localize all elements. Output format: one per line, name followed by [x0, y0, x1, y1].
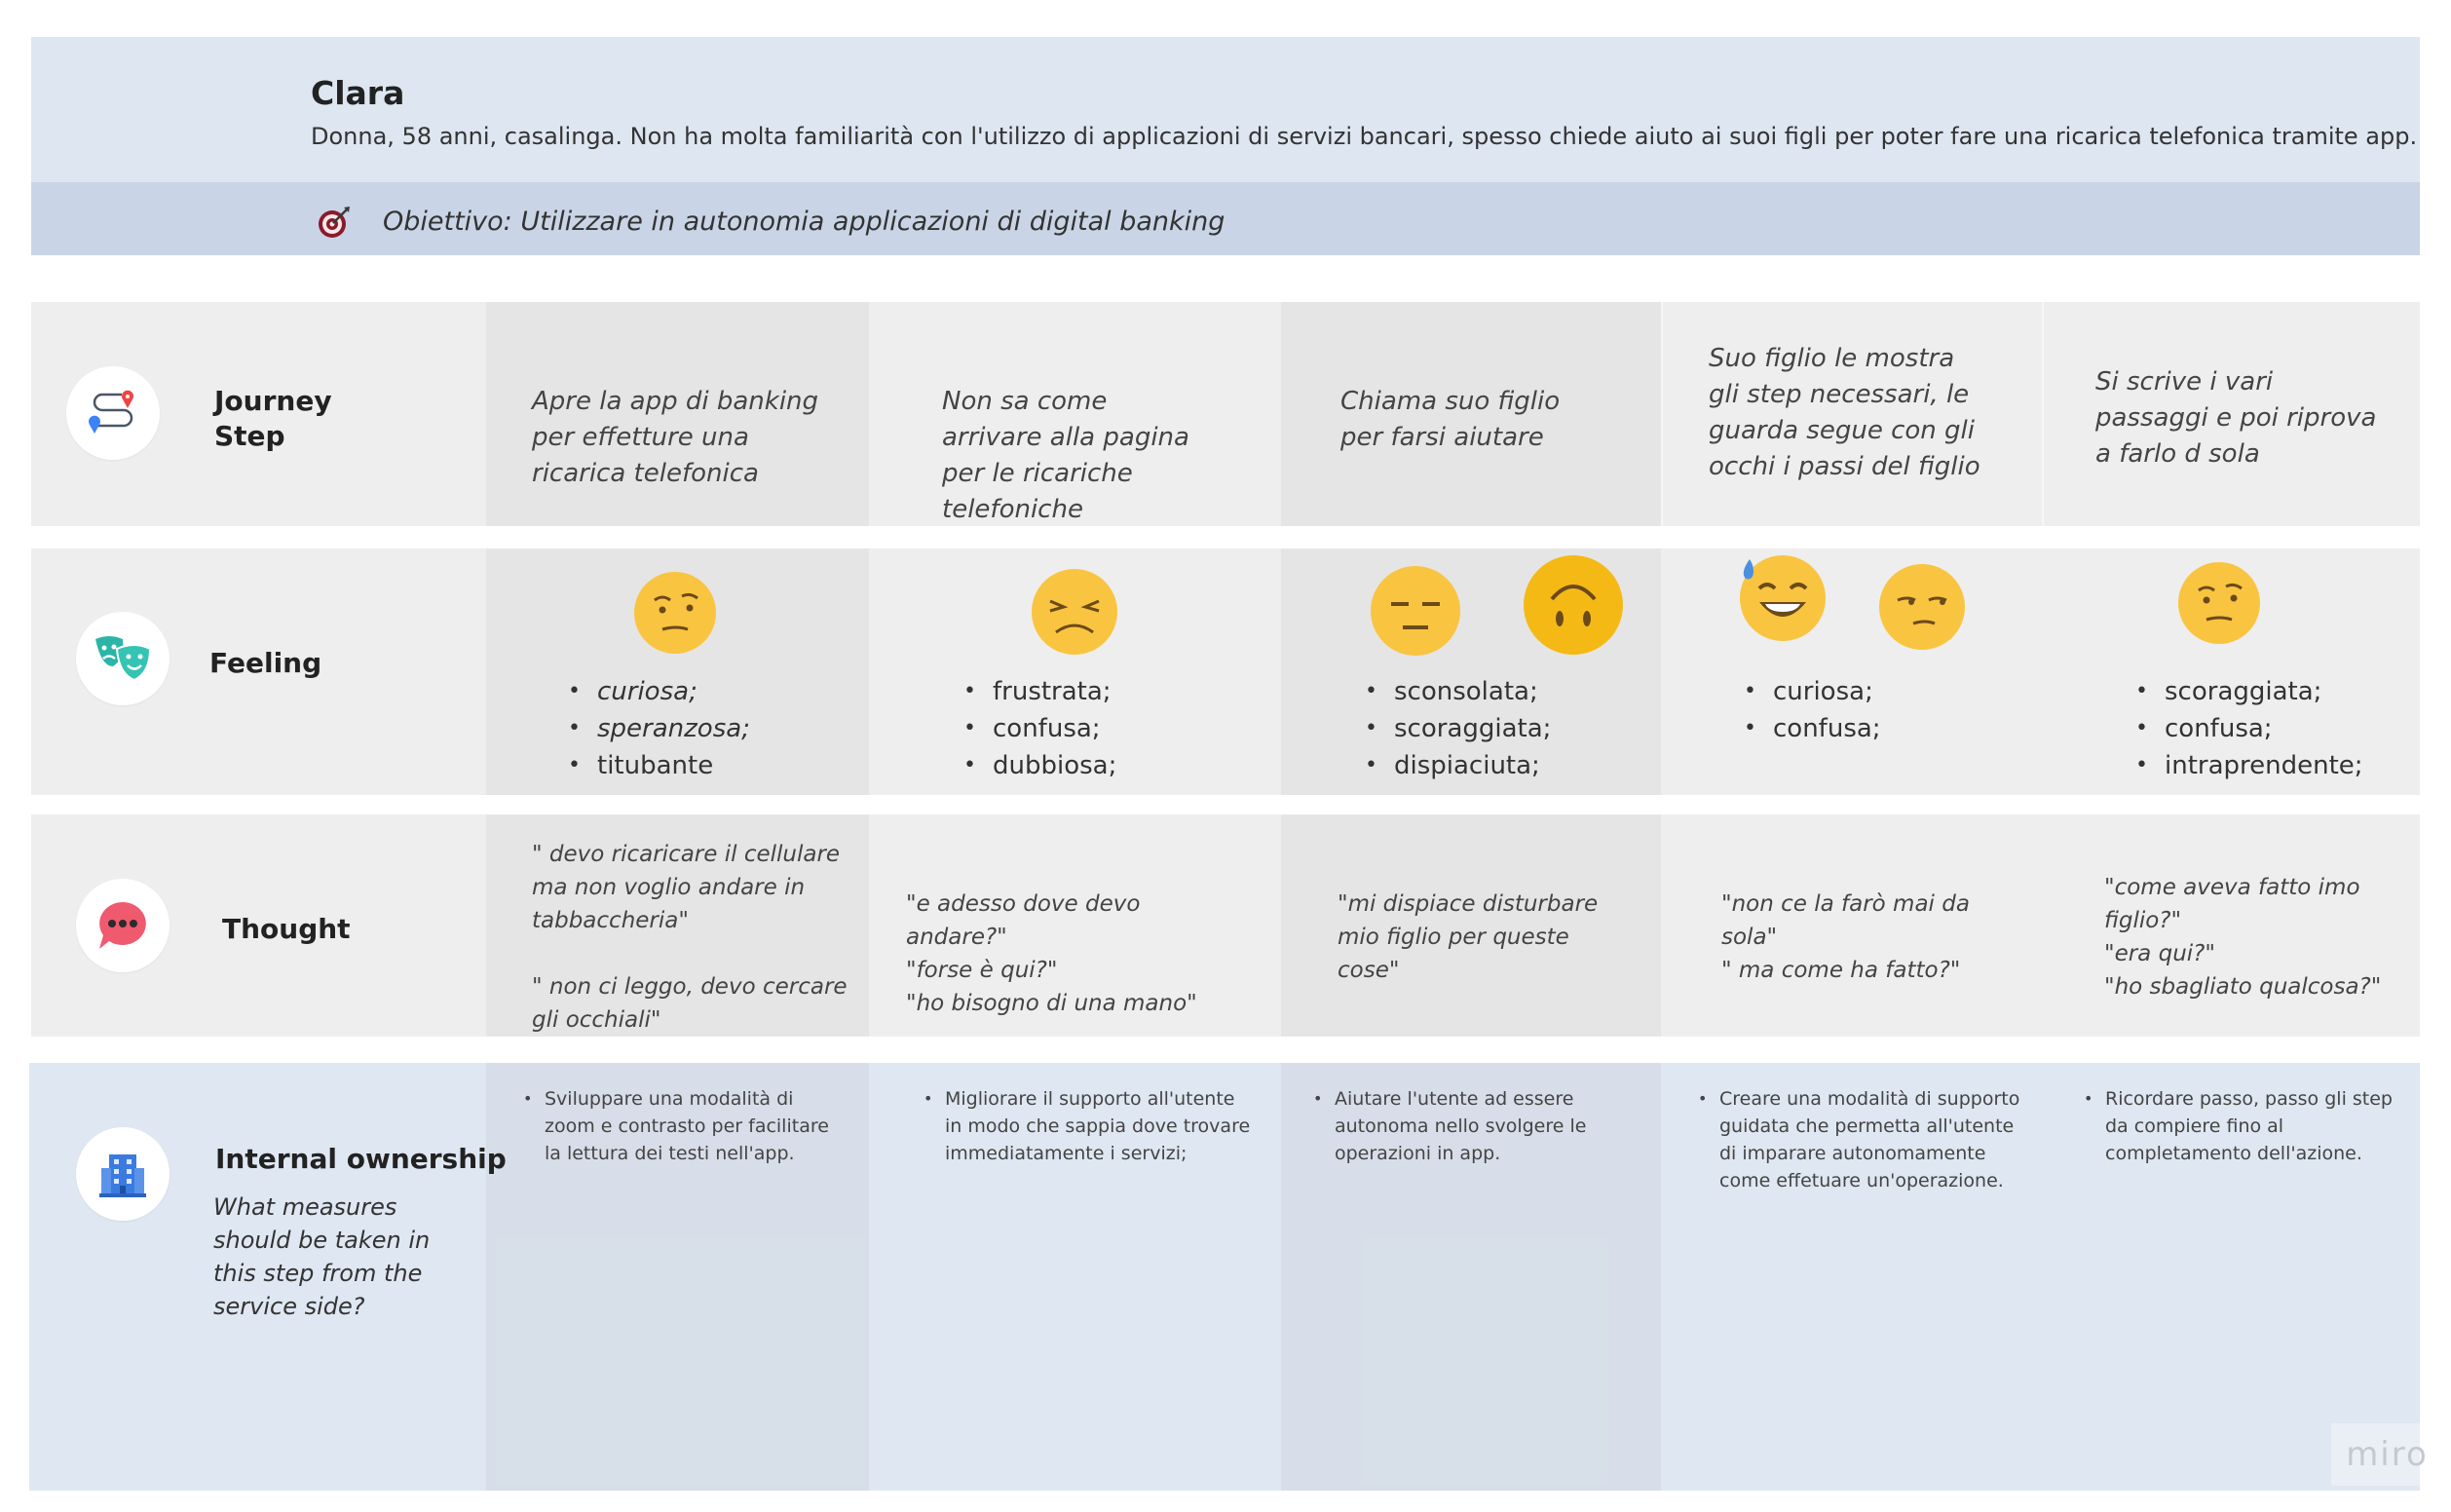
list-item: intraprendente;	[2135, 747, 2363, 784]
journey-step-label: Journey Step	[214, 385, 332, 452]
route-icon	[89, 390, 133, 434]
raised-eyebrow-face-icon	[634, 572, 716, 654]
list-item: confusa;	[1744, 710, 1881, 747]
list-item: Migliorare il supporto all'utente in mod…	[924, 1085, 1255, 1167]
journey-step-row	[31, 302, 2420, 526]
miro-watermark: miro	[2331, 1423, 2443, 1486]
persona-description: Donna, 58 anni, casalinga. Non ha molta …	[311, 123, 2418, 150]
list-item: scoraggiata;	[1365, 710, 1551, 747]
list-item: sconsolata;	[1365, 673, 1551, 710]
raised-eyebrow-face-icon	[2178, 562, 2260, 644]
speech-bubble-icon	[99, 902, 146, 949]
thought-1: " devo ricaricare il cellulare ma non vo…	[532, 842, 848, 1033]
list-item: dubbiosa;	[963, 747, 1116, 784]
goal-text: Obiettivo: Utilizzare in autonomia appli…	[383, 207, 1226, 237]
ownership-label: Internal ownership	[215, 1143, 507, 1175]
list-item: confusa;	[963, 710, 1116, 747]
thought-4: "non ce la farò mai da sola" " ma come h…	[1721, 891, 1970, 983]
ownership-subtitle: What measures should be taken in this st…	[213, 1193, 431, 1320]
feeling-list-2: frustrata; confusa; dubbiosa;	[963, 673, 1116, 784]
feeling-list-4: curiosa; confusa;	[1744, 673, 1881, 747]
theater-masks-icon	[95, 636, 152, 682]
goal-bar	[31, 182, 2420, 255]
thought-3: "mi dispiace disturbare mio figlio per q…	[1338, 891, 1599, 983]
ownership-list-2: Migliorare il supporto all'utente in mod…	[924, 1085, 1255, 1167]
list-item: speranzosa;	[568, 710, 750, 747]
unamused-face-icon	[1879, 564, 1965, 650]
ownership-list-1: Sviluppare una modalità di zoom e contra…	[523, 1085, 845, 1167]
office-building-icon	[99, 1154, 146, 1197]
grinning-sweat-face-icon	[1740, 555, 1826, 641]
journey-step-2: Non sa come arrivare alla pagina per le …	[942, 387, 1189, 524]
target-icon	[319, 207, 350, 238]
list-item: Sviluppare una modalità di zoom e contra…	[523, 1085, 845, 1167]
thought-2: "e adesso dove devo andare?" "forse è qu…	[906, 891, 1197, 1016]
thought-row	[31, 814, 2420, 1037]
expressionless-face-icon	[1371, 566, 1460, 656]
upside-down-face-icon	[1524, 555, 1623, 655]
journey-step-4: Suo figlio le mostra gli step necessari,…	[1709, 344, 1980, 481]
persevering-face-icon	[1032, 569, 1117, 655]
journey-step-icon-wrap	[66, 366, 160, 460]
list-item: Aiutare l'utente ad essere autonoma nell…	[1313, 1085, 1605, 1167]
list-item: curiosa;	[1744, 673, 1881, 710]
journey-step-5: Si scrive i vari passaggi e poi riprova …	[2095, 367, 2377, 469]
list-item: frustrata;	[963, 673, 1116, 710]
list-item: scoraggiata;	[2135, 673, 2363, 710]
journey-step-1: Apre la app di banking per effetture una…	[532, 387, 819, 488]
thought-icon-wrap	[76, 879, 170, 972]
journey-step-3: Chiama suo figlio per farsi aiutare	[1340, 387, 1561, 452]
ownership-list-3: Aiutare l'utente ad essere autonoma nell…	[1313, 1085, 1605, 1167]
ownership-list-4: Creare una modalità di supporto guidata …	[1698, 1085, 2029, 1194]
list-item: dispiaciuta;	[1365, 747, 1551, 784]
list-item: curiosa;	[568, 673, 750, 710]
ownership-list-5: Ricordare passo, passo gli step da compi…	[2084, 1085, 2415, 1167]
feeling-list-3: sconsolata; scoraggiata; dispiaciuta;	[1365, 673, 1551, 784]
feeling-list-5: scoraggiata; confusa; intraprendente;	[2135, 673, 2363, 784]
thought-label: Thought	[222, 913, 351, 945]
feeling-row	[31, 548, 2420, 795]
feeling-list-1: curiosa; speranzosa; titubante	[568, 673, 750, 784]
list-item: confusa;	[2135, 710, 2363, 747]
persona-name: Clara	[311, 74, 405, 112]
feeling-label: Feeling	[209, 647, 322, 679]
thought-5: "come aveva fatto imo figlio?" "era qui?…	[2104, 875, 2382, 1000]
feeling-icon-wrap	[76, 612, 170, 705]
list-item: titubante	[568, 747, 750, 784]
persona-header	[31, 37, 2420, 182]
list-item: Creare una modalità di supporto guidata …	[1698, 1085, 2029, 1194]
ownership-icon-wrap	[76, 1127, 170, 1221]
list-item: Ricordare passo, passo gli step da compi…	[2084, 1085, 2415, 1167]
